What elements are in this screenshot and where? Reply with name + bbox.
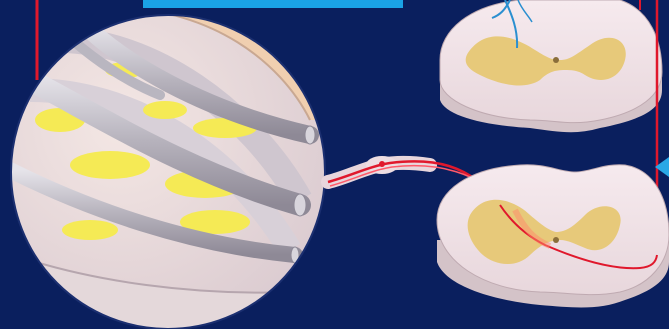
nerve-cross-section-magnifier bbox=[0, 0, 330, 329]
spinal-cord-section-lower bbox=[437, 165, 669, 308]
spinal-cord-section-upper bbox=[440, 0, 662, 132]
myelin-blob bbox=[70, 151, 150, 179]
label-bar bbox=[143, 0, 403, 8]
myelin-blob bbox=[62, 220, 118, 240]
myelin-blob bbox=[143, 101, 187, 119]
